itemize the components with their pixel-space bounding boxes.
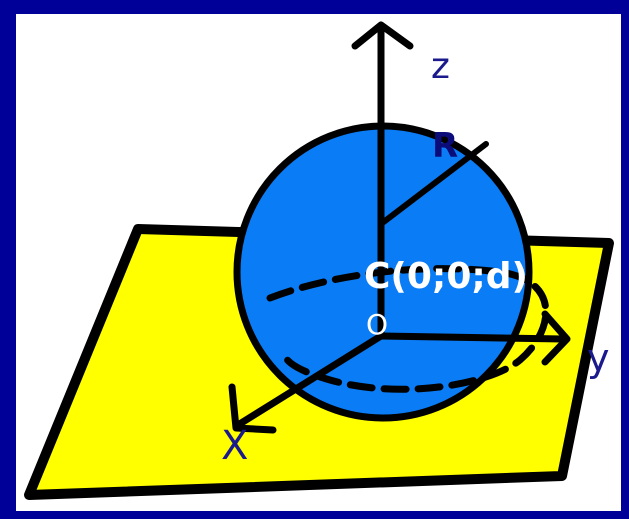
y-axis-label: y <box>587 336 610 380</box>
y-axis-line <box>377 332 567 343</box>
x-axis-label: X <box>221 423 248 469</box>
dashed-circle <box>266 265 550 393</box>
radius-label: R <box>432 126 458 166</box>
x-axis-line <box>234 332 385 429</box>
z-axis-label: z <box>431 46 450 87</box>
x-axis-arrowhead <box>228 383 277 434</box>
origin-label: O <box>366 308 388 341</box>
z-axis-arrowhead <box>351 21 414 50</box>
center-label: C(0;0;d) <box>364 256 528 297</box>
radius-line <box>378 141 489 227</box>
y-axis-arrowhead <box>541 310 571 366</box>
